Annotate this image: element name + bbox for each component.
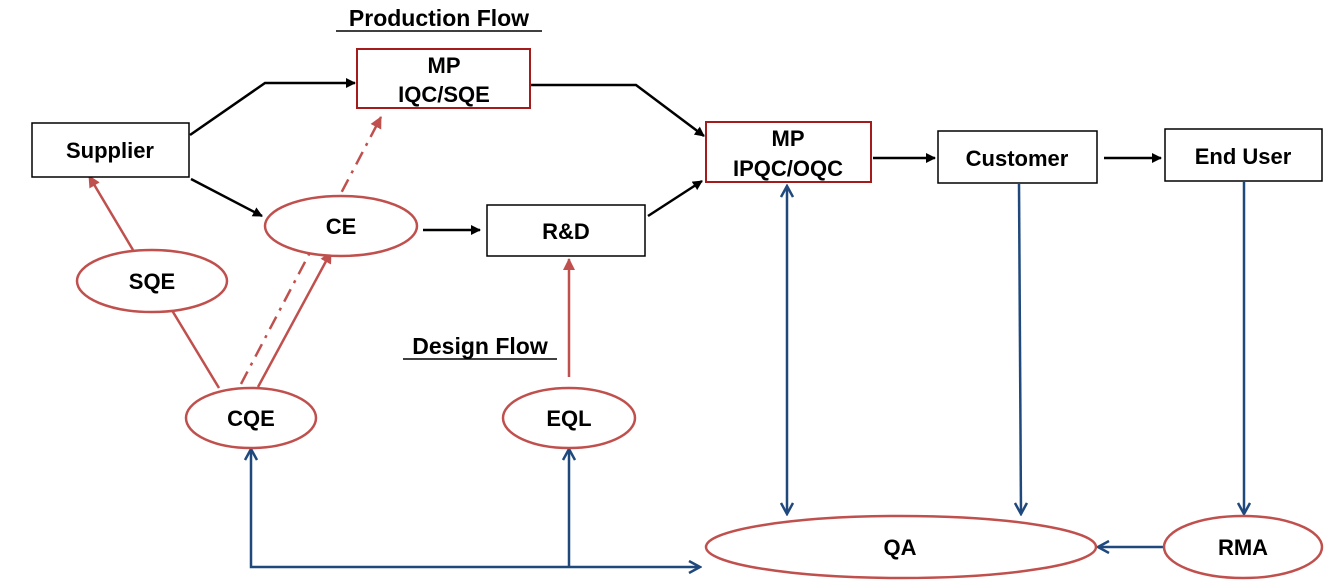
node-rma[interactable]: RMA	[1162, 514, 1324, 580]
node-sqe[interactable]: SQE	[75, 248, 229, 314]
cqe-ellipse[interactable]	[184, 386, 318, 450]
sqe-label: SQE	[129, 269, 175, 294]
edge-cqe-bus-to-qa	[251, 449, 700, 567]
rd-box[interactable]	[486, 204, 646, 257]
edge-supplier-to-ce	[190, 177, 263, 218]
node-mp-iqc-sqe[interactable]: MP IQC/SQE	[356, 48, 531, 109]
qa-edges	[251, 182, 1244, 567]
edge-customer-to-qa	[1019, 183, 1021, 514]
mp-iqc-box[interactable]	[356, 48, 531, 109]
rma-ellipse[interactable]	[1162, 514, 1324, 580]
quality-edges	[87, 116, 575, 389]
edge-cqe-to-mp-iqc-dashdot	[239, 116, 383, 385]
supplier-label: Supplier	[66, 138, 154, 163]
mp-ipqc-label-line1: MP	[772, 126, 805, 151]
ce-label: CE	[326, 214, 357, 239]
design-flow-label: Design Flow	[412, 333, 548, 359]
node-rd[interactable]: R&D	[486, 204, 646, 257]
node-ce[interactable]: CE	[263, 194, 419, 258]
production-flow-label: Production Flow	[349, 5, 529, 31]
eql-ellipse[interactable]	[501, 386, 637, 450]
design-flow-title: Design Flow	[403, 333, 557, 360]
edge-sqe-to-supplier	[87, 175, 135, 251]
node-mp-ipqc-oqc[interactable]: MP IPQC/OQC	[705, 121, 872, 183]
eql-label: EQL	[546, 406, 591, 431]
edge-cqe-to-sqe	[168, 306, 221, 389]
sqe-ellipse[interactable]	[75, 248, 229, 314]
node-end-user[interactable]: End User	[1164, 128, 1323, 182]
customer-box[interactable]	[937, 130, 1098, 184]
cqe-label: CQE	[227, 406, 275, 431]
node-qa[interactable]: QA	[704, 514, 1098, 580]
edge-cqe-to-ce	[256, 251, 333, 388]
edge-mp-iqc-to-mp-ipqc	[531, 83, 705, 137]
ce-ellipse[interactable]	[263, 194, 419, 258]
rma-label: RMA	[1218, 535, 1268, 560]
node-customer[interactable]: Customer	[937, 130, 1098, 184]
node-supplier[interactable]: Supplier	[31, 122, 190, 178]
production-flow-title: Production Flow	[336, 5, 542, 32]
end-user-box[interactable]	[1164, 128, 1323, 182]
node-eql[interactable]: EQL	[501, 386, 637, 450]
edge-supplier-to-mp-iqc	[189, 78, 356, 137]
edge-rd-to-mp-ipqc	[647, 179, 703, 218]
rd-label: R&D	[542, 219, 590, 244]
mp-iqc-label-line1: MP	[428, 53, 461, 78]
qa-ellipse[interactable]	[704, 514, 1098, 580]
end-user-label: End User	[1195, 144, 1292, 169]
mp-ipqc-box[interactable]	[705, 121, 872, 183]
mp-iqc-label-line2: IQC/SQE	[398, 82, 490, 107]
customer-label: Customer	[966, 146, 1069, 171]
qa-label: QA	[884, 535, 917, 560]
mp-ipqc-label-line2: IPQC/OQC	[733, 156, 843, 181]
supplier-box[interactable]	[31, 122, 190, 178]
node-cqe[interactable]: CQE	[184, 386, 318, 450]
production-edges	[189, 78, 1162, 235]
